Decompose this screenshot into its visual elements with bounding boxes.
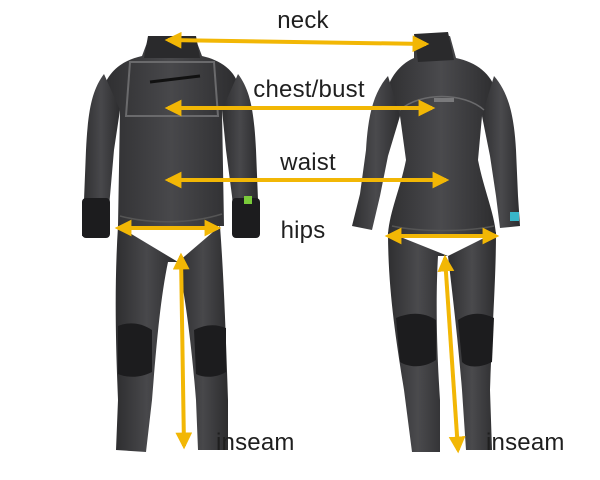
inseam-label-womens: inseam [486,429,565,456]
womens-torso [386,36,496,234]
womens-badge-icon [510,212,519,221]
measurement-arrows [114,31,500,454]
womens-inseam-arrow [437,254,466,454]
mens-wetsuit-figure [82,36,260,452]
hips-label: hips [281,217,326,244]
neck-arrow [164,31,430,53]
mens-badge-icon [244,196,252,204]
mens-knee-pad-left [118,323,152,377]
mens-left-arm [82,74,120,238]
waist-label: waist [279,149,336,176]
mens-cuff-right [232,198,260,238]
womens-knee-pad-left [396,313,436,367]
womens-right-arm [482,76,520,228]
womens-knee-pad-right [458,313,494,367]
mens-cuff-left [82,198,110,238]
mens-knee-pad-right [194,325,226,377]
womens-neck-collar [414,32,454,62]
womens-wetsuit-figure [352,32,520,452]
chest-bust-label: chest/bust [253,76,365,103]
mens-chest-zip [149,74,201,84]
mens-torso [102,40,240,226]
womens-logo-icon [434,98,454,102]
mens-inseam-arrow [172,252,193,450]
neck-label: neck [277,7,329,34]
inseam-label-mens: inseam [216,429,295,456]
